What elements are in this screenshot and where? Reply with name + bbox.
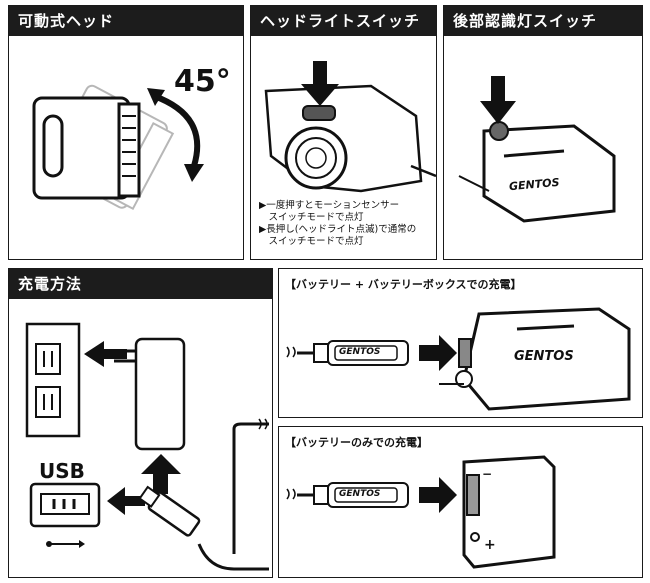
plus-terminal-label: + xyxy=(484,537,496,553)
pivot-head-illustration xyxy=(32,84,204,211)
panel-charging: 充電方法 USB xyxy=(8,268,273,578)
panel-battery-box: 【バッテリー + バッテリーボックスでの充電】 GENTOS GENTOS xyxy=(278,268,643,418)
note-line: ▶一度押すとモーションセンサー xyxy=(259,200,400,211)
usb-label: USB xyxy=(39,459,85,483)
panel-title: 【バッテリーのみでの充電】 xyxy=(285,436,428,449)
panel-title: 可動式ヘッド xyxy=(9,6,243,36)
notes: ▶一度押すとモーションセンサー スイッチモードで点灯 ▶長押し(ヘッドライト点滅… xyxy=(259,200,436,248)
battery-box-illustration xyxy=(286,307,631,411)
panel-title: 後部認識灯スイッチ xyxy=(444,6,642,36)
panel-pivot-head: 可動式ヘッド 45° xyxy=(8,5,244,260)
cable-brand: GENTOS xyxy=(339,489,381,499)
panel-title: 【バッテリー + バッテリーボックスでの充電】 xyxy=(285,278,522,291)
charging-illustration xyxy=(25,322,269,571)
note-line: スイッチモードで点灯 xyxy=(259,212,364,223)
battery-only-illustration xyxy=(286,455,556,569)
panel-title: 充電方法 xyxy=(9,269,272,299)
panel-battery-only: 【バッテリーのみでの充電】 GENTOS − + xyxy=(278,426,643,578)
unit-brand: GENTOS xyxy=(514,349,574,364)
panel-headlight-switch: ヘッドライトスイッチ ▶一度押すとモーションセンサー スイッチモードで点灯 ▶長… xyxy=(250,5,437,260)
cable-brand: GENTOS xyxy=(339,347,381,357)
panel-title: ヘッドライトスイッチ xyxy=(251,6,436,36)
minus-terminal-label: − xyxy=(482,467,493,481)
panel-rear-switch: 後部認識灯スイッチ GENTOS xyxy=(443,5,643,260)
angle-label: 45° xyxy=(174,64,231,99)
headlight-switch-illustration xyxy=(264,61,436,193)
note-line: スイッチモードで点灯 xyxy=(259,236,364,247)
note-line: ▶長押し(ヘッドライト点滅)で通常の xyxy=(259,224,417,235)
rear-switch-illustration xyxy=(458,76,616,223)
